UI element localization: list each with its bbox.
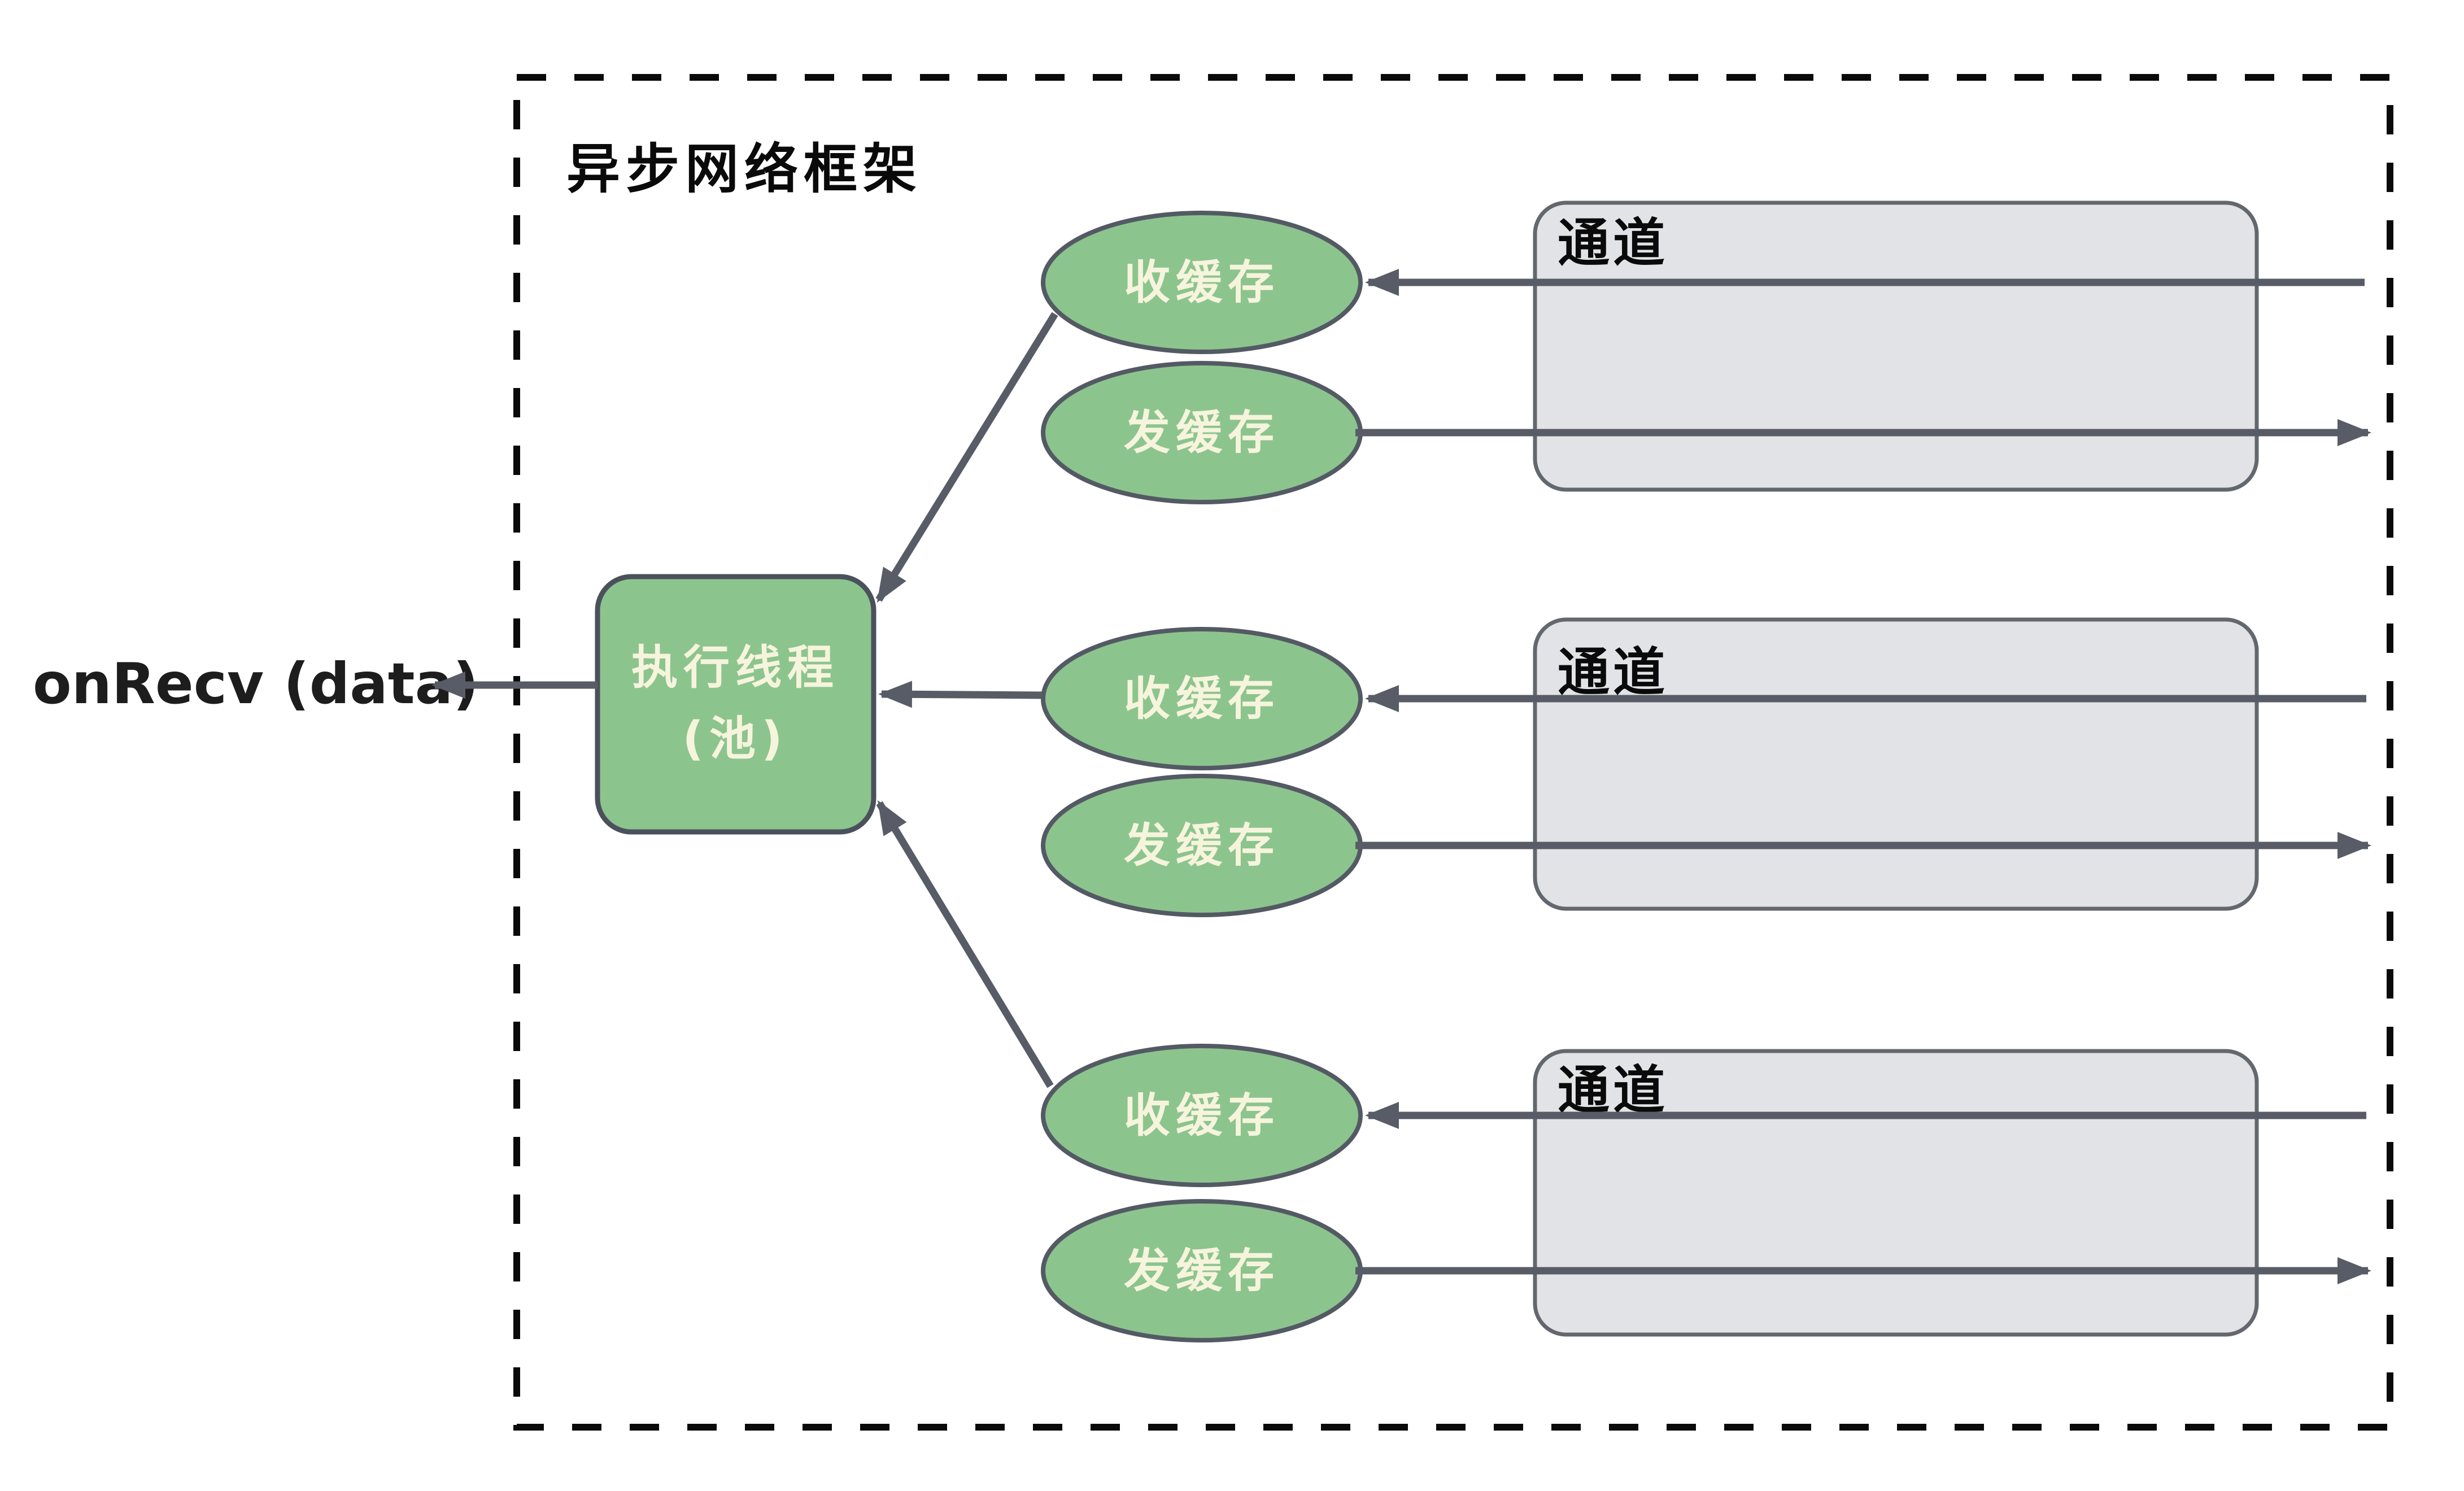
executor-box xyxy=(595,574,876,835)
framework-title: 异步网络框架 xyxy=(566,138,922,200)
recv-buffer-label-3: 收缓存 xyxy=(1124,1089,1280,1143)
executor-label-line1: 执行线程 xyxy=(631,641,839,695)
framework-boundary-box xyxy=(513,74,2393,1431)
arrow-recv-buffer-3-to-executor xyxy=(876,800,1054,1088)
recv-buffer-node-1: 收缓存 xyxy=(1041,211,1363,354)
send-buffer-node-3: 发缓存 xyxy=(1041,1199,1363,1342)
executor-thread-pool-node: 执行线程 (池) xyxy=(595,574,876,835)
recv-buffer-ellipse-1 xyxy=(1041,211,1363,354)
channel-label-3: 通道 xyxy=(1558,1060,1668,1121)
send-buffer-node-1: 发缓存 xyxy=(1041,361,1363,504)
recv-buffer-label-2: 收缓存 xyxy=(1124,672,1280,726)
recv-buffer-ellipse-2 xyxy=(1041,627,1363,770)
onrecv-callback-label: onRecv (data) xyxy=(33,651,479,717)
arrow-recv-buffer-2-to-executor xyxy=(878,681,1043,708)
executor-label-line2: (池) xyxy=(683,712,788,766)
channel-box-1 xyxy=(1533,200,2259,492)
channel-group-1: 通道 xyxy=(1533,200,2259,492)
send-buffer-label-1: 发缓存 xyxy=(1124,406,1280,460)
recv-buffer-node-3: 收缓存 xyxy=(1041,1044,1363,1187)
channel-group-3: 通道 xyxy=(1533,1049,2259,1337)
channel-box-3 xyxy=(1533,1049,2259,1337)
send-buffer-label-2: 发缓存 xyxy=(1124,819,1280,873)
channel-label-1: 通道 xyxy=(1558,213,1668,273)
channel-label-2: 通道 xyxy=(1558,642,1668,703)
channel-group-2: 通道 xyxy=(1533,617,2259,911)
recv-buffer-ellipse-3 xyxy=(1041,1044,1363,1187)
send-buffer-label-3: 发缓存 xyxy=(1124,1244,1280,1298)
arrow-recv-buffer-1-to-executor xyxy=(875,312,1058,603)
send-buffer-node-2: 发缓存 xyxy=(1041,774,1363,917)
recv-buffer-label-1: 收缓存 xyxy=(1124,256,1280,309)
recv-buffer-node-2: 收缓存 xyxy=(1041,627,1363,770)
channel-box-2 xyxy=(1533,617,2259,911)
